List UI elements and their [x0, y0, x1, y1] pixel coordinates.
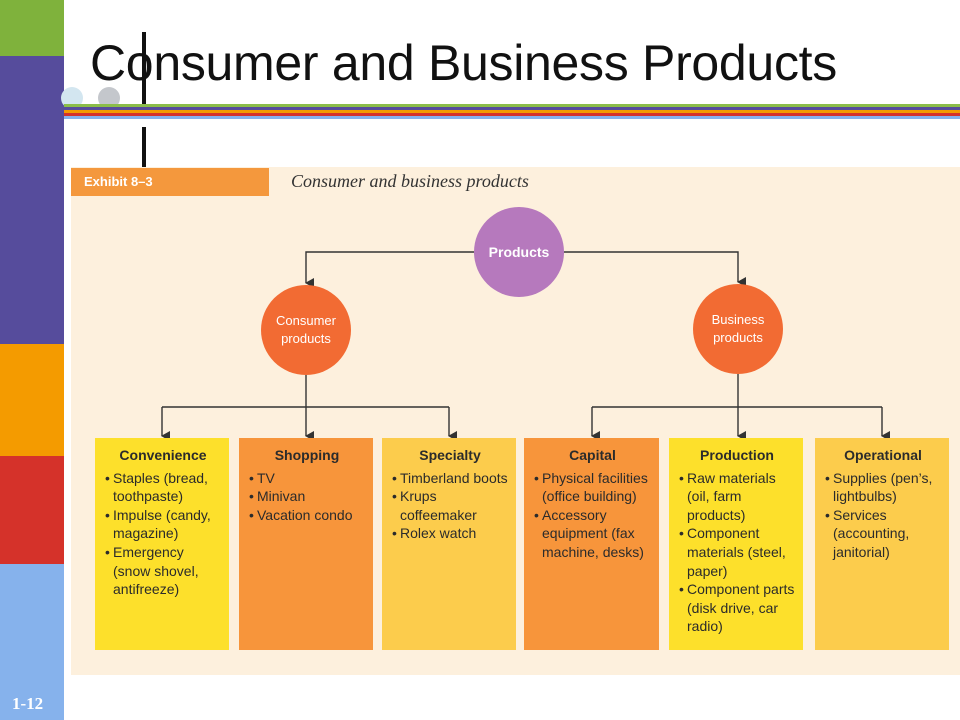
box-item: Minivan	[249, 487, 365, 506]
sidebar-blue-block	[0, 564, 64, 720]
products-node: Products	[474, 207, 564, 297]
box-items: Timberland boots Krups coffeemaker Rolex…	[392, 469, 508, 543]
box-items: Supplies (pen’s, lightbulbs) Services (a…	[825, 469, 941, 562]
capital-box: Capital Physical facilities (office buil…	[524, 438, 659, 650]
decorative-dot-light	[61, 87, 83, 109]
box-item: Krups coffeemaker	[392, 487, 508, 524]
sidebar-purple-block	[0, 56, 64, 344]
stripe-blue	[64, 116, 960, 119]
box-item: Timberland boots	[392, 469, 508, 488]
sidebar-orange-block	[0, 344, 64, 456]
specialty-box: Specialty Timberland boots Krups coffeem…	[382, 438, 516, 650]
connector-products-to-business	[564, 251, 746, 287]
exhibit-figure: Exhibit 8–3 Consumer and business produc…	[71, 167, 960, 675]
box-title: Capital	[569, 447, 616, 463]
box-item: Rolex watch	[392, 524, 508, 543]
box-title: Shopping	[274, 447, 340, 463]
box-title: Operational	[844, 447, 922, 463]
exhibit-title: Consumer and business products	[291, 171, 529, 191]
box-item: Impulse (candy, magazine)	[105, 506, 221, 543]
consumer-products-node: Consumer products	[261, 285, 351, 375]
box-title: Specialty	[419, 447, 481, 463]
connector-products-to-consumer	[305, 251, 474, 288]
box-item: Supplies (pen’s, lightbulbs)	[825, 469, 941, 506]
stripe-red	[64, 113, 960, 116]
sidebar-red-block	[0, 456, 64, 564]
box-item: Raw materials (oil, farm products)	[679, 469, 795, 525]
connector-lines	[161, 251, 890, 441]
exhibit-label: Exhibit 8–3	[71, 168, 269, 196]
box-items: Raw materials (oil, farm products) Compo…	[679, 469, 795, 636]
left-color-sidebar: 1-12	[0, 0, 64, 720]
operational-box: Operational Supplies (pen’s, lightbulbs)…	[815, 438, 949, 650]
stripe-purple	[64, 107, 960, 110]
decorative-dot-grey	[98, 87, 120, 109]
production-box: Production Raw materials (oil, farm prod…	[669, 438, 803, 650]
box-item: Component materials (steel, paper)	[679, 524, 795, 580]
box-item: Component parts (disk drive, car radio)	[679, 580, 795, 636]
slide-number: 1-12	[12, 694, 44, 713]
header-stripes	[64, 104, 960, 119]
convenience-box: Convenience Staples (bread, toothpaste) …	[95, 438, 229, 650]
business-products-node: Business products	[693, 284, 783, 374]
slide-title: Consumer and Business Products	[90, 35, 837, 91]
title-divider-line-lower	[142, 127, 146, 167]
box-item: Services (accounting, janitorial)	[825, 506, 941, 562]
box-title: Production	[700, 447, 774, 463]
box-items: Physical facilities (office building) Ac…	[534, 469, 651, 562]
box-item: TV	[249, 469, 365, 488]
box-title: Convenience	[119, 447, 207, 463]
sidebar-green-block	[0, 0, 64, 56]
box-items: TV Minivan Vacation condo	[249, 469, 365, 525]
box-item: Staples (bread, toothpaste)	[105, 469, 221, 506]
stripe-orange	[64, 110, 960, 113]
box-item: Accessory equipment (fax machine, desks)	[534, 506, 651, 562]
title-divider-line	[142, 32, 146, 104]
shopping-box: Shopping TV Minivan Vacation condo	[239, 438, 373, 650]
box-item: Physical facilities (office building)	[534, 469, 651, 506]
box-items: Staples (bread, toothpaste) Impulse (can…	[105, 469, 221, 599]
box-item: Emergency (snow shovel, antifreeze)	[105, 543, 221, 599]
box-item: Vacation condo	[249, 506, 365, 525]
stripe-green	[64, 104, 960, 107]
